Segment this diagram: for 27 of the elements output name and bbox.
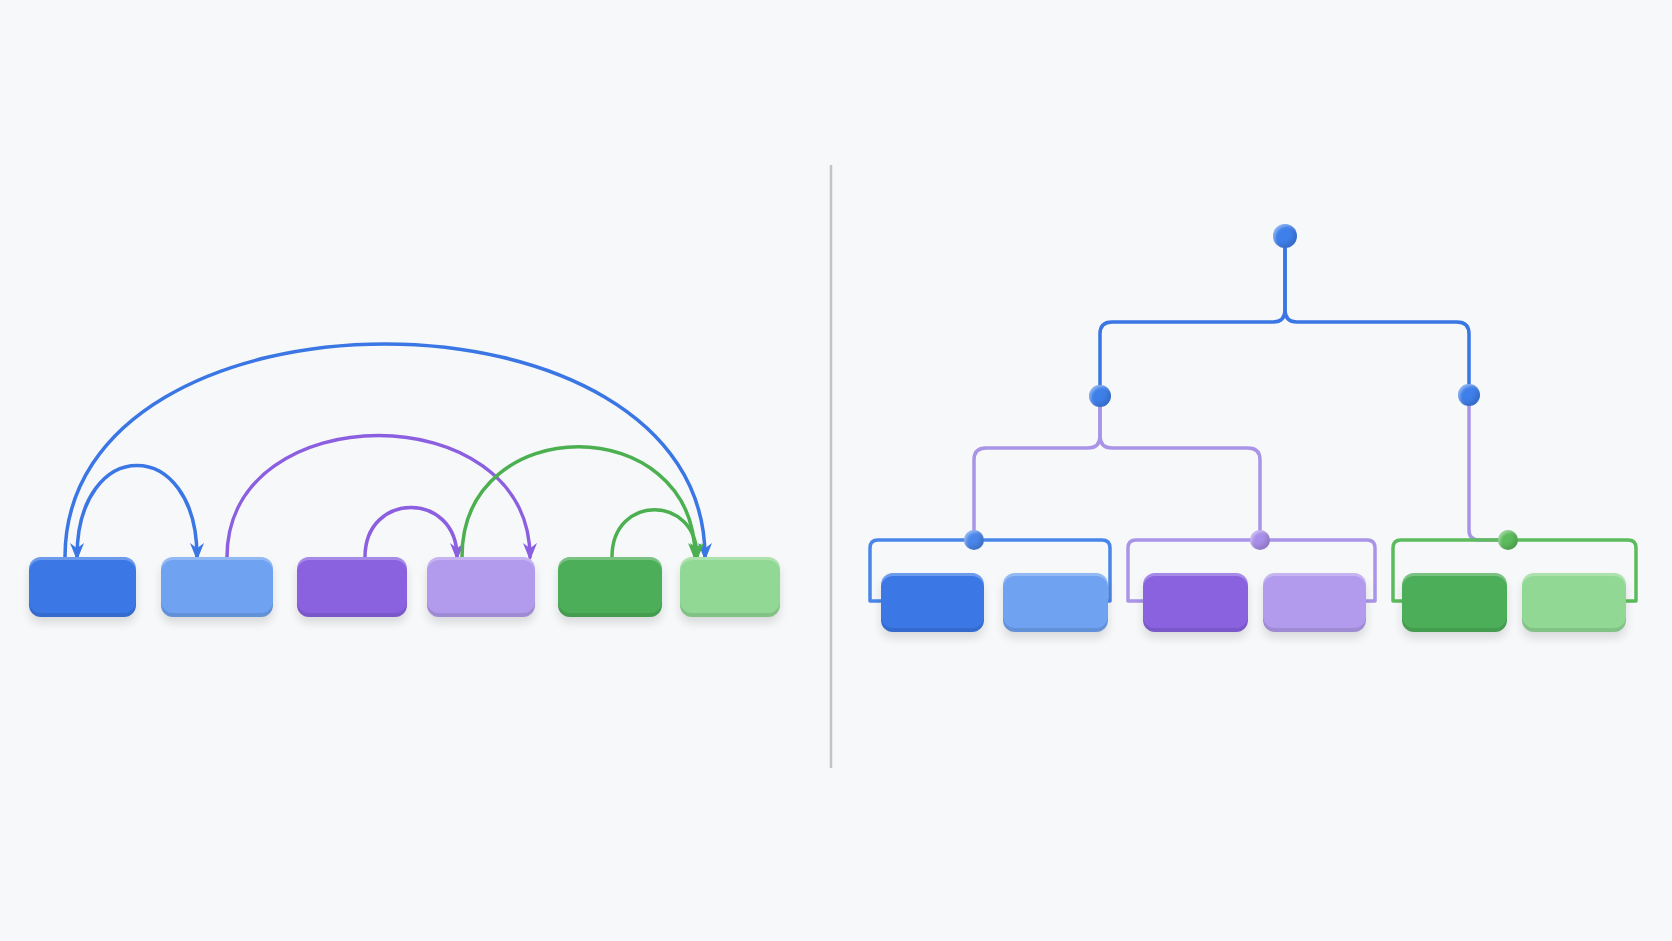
block xyxy=(1003,573,1108,632)
connector-line xyxy=(1098,405,1262,532)
junction-dot xyxy=(1089,385,1111,407)
junction-dot xyxy=(1498,530,1518,550)
bracket-line xyxy=(1516,538,1638,603)
bracket-line xyxy=(1126,538,1252,603)
block xyxy=(1402,573,1507,632)
bracket-line xyxy=(1391,538,1500,603)
block xyxy=(297,557,407,617)
bracket-line xyxy=(868,538,966,603)
block xyxy=(881,573,984,632)
junction-dot xyxy=(1250,530,1270,550)
junction-dot xyxy=(964,530,984,550)
arrow xyxy=(225,433,535,561)
block xyxy=(558,557,662,617)
block xyxy=(29,557,136,617)
block xyxy=(161,557,273,617)
bracket-line xyxy=(982,538,1112,603)
block xyxy=(680,557,780,617)
block xyxy=(427,557,535,617)
block xyxy=(1263,573,1366,632)
bracket-line xyxy=(1268,538,1377,603)
junction-dot xyxy=(1458,384,1480,406)
junction-dot xyxy=(1273,224,1297,248)
block xyxy=(1143,573,1248,632)
block xyxy=(1522,573,1626,632)
connector-line xyxy=(1283,246,1471,386)
